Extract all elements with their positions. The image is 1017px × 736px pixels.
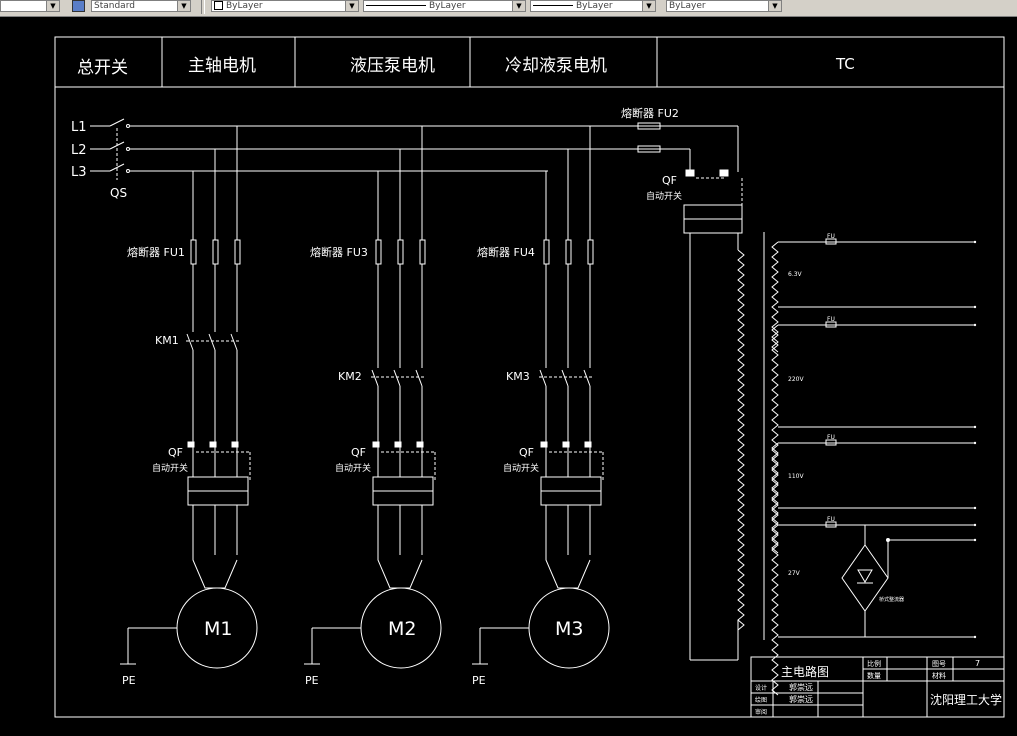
rectifier-label: 桥式整流器 (879, 596, 904, 603)
color-value: ByLayer (226, 1, 263, 11)
auto-switch-label-2: 自动开关 (335, 462, 371, 474)
title-block-designer-name: 郭崇远 (789, 682, 813, 692)
chevron-down-icon[interactable]: ▼ (46, 1, 59, 11)
contactor-km2-label: KM2 (338, 370, 362, 383)
text-style-value: Standard (94, 1, 135, 11)
branch-m2-wiring (304, 126, 442, 669)
chevron-down-icon[interactable]: ▼ (177, 1, 190, 11)
title-block-school: 沈阳理工大学 (930, 692, 1002, 707)
title-block-drawing-no: 图号 (932, 660, 946, 668)
motor-m1-label: M1 (204, 618, 232, 640)
linetype-sample-icon (366, 5, 426, 6)
chevron-down-icon[interactable]: ▼ (512, 1, 525, 11)
toolbar: ▼ Standard ▼ ByLayer ▼ ByLayer ▼ ByLayer ▼ B… (0, 0, 1017, 17)
fuse-fu2-symbol (637, 145, 661, 153)
lineweight-select[interactable]: ByLayer ▼ (530, 0, 656, 12)
fuse-fu2-symbol (637, 122, 661, 130)
drawing-frame (54, 36, 1005, 718)
title-block (750, 656, 1005, 718)
qf-label-3: QF (519, 446, 534, 459)
plotstyle-value: ByLayer (669, 1, 706, 11)
toolbar-left-combo[interactable]: ▼ (0, 0, 60, 12)
tc-voltage-27v: 27V (788, 570, 801, 577)
tc-voltage-110v: 110V (788, 473, 804, 480)
tc-fu-label-4: FU (827, 516, 835, 523)
motor-m3-label: M3 (555, 618, 583, 640)
lineweight-sample-icon (533, 5, 573, 6)
title-block-scale: 比例 (867, 659, 881, 668)
branch-m3-wiring (472, 126, 610, 669)
tc-voltage-6v3: 6.3V (788, 271, 803, 278)
chevron-down-icon[interactable]: ▼ (345, 1, 358, 11)
pe-label-2: PE (305, 674, 319, 687)
chevron-down-icon[interactable]: ▼ (768, 1, 781, 11)
title-block-reviewer: 审阅 (755, 708, 767, 716)
qf-label-2: QF (351, 446, 366, 459)
auto-switch-label-3: 自动开关 (503, 462, 539, 474)
auto-switch-label-tc: 自动开关 (646, 190, 682, 202)
contactor-km1-label: KM1 (155, 334, 179, 347)
tc-fu-label-3: FU (827, 434, 835, 441)
transformer-tc (683, 169, 975, 696)
title-block-designer: 设计 (755, 684, 767, 692)
tc-voltage-220v: 220V (788, 376, 804, 383)
title-block-qty: 数量 (867, 671, 881, 680)
branch-m1-wiring (120, 126, 258, 669)
header-tc: TC (835, 55, 855, 73)
pe-label-3: PE (472, 674, 486, 687)
fuse-fu1-label: 熔断器 FU1 (127, 245, 185, 259)
title-block-drafter-name: 郭崇远 (789, 694, 813, 704)
qs-label: QS (110, 186, 127, 200)
tc-fu-label-2: FU (827, 316, 835, 323)
tc-fu-label-1: FU (827, 233, 835, 240)
bus-lines (130, 125, 739, 172)
title-block-drafter: 绘图 (755, 696, 767, 704)
toolbar-separator (201, 0, 205, 14)
plotstyle-select[interactable]: ByLayer ▼ (666, 0, 782, 12)
title-block-title: 主电路图 (781, 664, 829, 679)
title-block-drawing-no-value: 7 (975, 659, 980, 668)
auto-switch-label-1: 自动开关 (152, 462, 188, 474)
qf-label-1: QF (168, 446, 183, 459)
motor-m2-label: M2 (388, 618, 416, 640)
text-style-icon[interactable] (72, 0, 85, 12)
fuse-fu2-label: 熔断器 FU2 (621, 106, 679, 120)
header-spindle-motor: 主轴电机 (188, 56, 256, 76)
title-block-text: 主电路图 比例 数量 图号 7 材料 设计 绘图 审阅 郭崇远 郭崇远 沈阳理工… (755, 659, 1002, 716)
line-label-l1: L1 (71, 120, 87, 135)
text-style-select[interactable]: Standard ▼ (91, 0, 191, 12)
chevron-down-icon[interactable]: ▼ (642, 1, 655, 11)
color-select[interactable]: ByLayer ▼ (211, 0, 359, 12)
fuse-fu3-label: 熔断器 FU3 (310, 245, 368, 259)
color-swatch-icon (214, 1, 223, 10)
title-block-material: 材料 (932, 671, 946, 680)
line-label-l2: L2 (71, 143, 87, 158)
pe-label-1: PE (122, 674, 136, 687)
qf-label-tc: QF (662, 174, 677, 187)
main-switch-qs (90, 118, 130, 180)
contactor-km3-label: KM3 (506, 370, 530, 383)
linetype-value: ByLayer (429, 1, 466, 11)
lineweight-value: ByLayer (576, 1, 613, 11)
line-label-l3: L3 (71, 165, 87, 180)
fuse-fu4-label: 熔断器 FU4 (477, 245, 535, 259)
header-titles: 总开关 主轴电机 液压泵电机 冷却液泵电机 TC (77, 55, 855, 78)
header-main-switch: 总开关 (77, 58, 128, 78)
header-coolant-motor: 冷却液泵电机 (505, 56, 607, 76)
linetype-select[interactable]: ByLayer ▼ (363, 0, 526, 12)
header-hydraulic-motor: 液压泵电机 (350, 56, 435, 76)
